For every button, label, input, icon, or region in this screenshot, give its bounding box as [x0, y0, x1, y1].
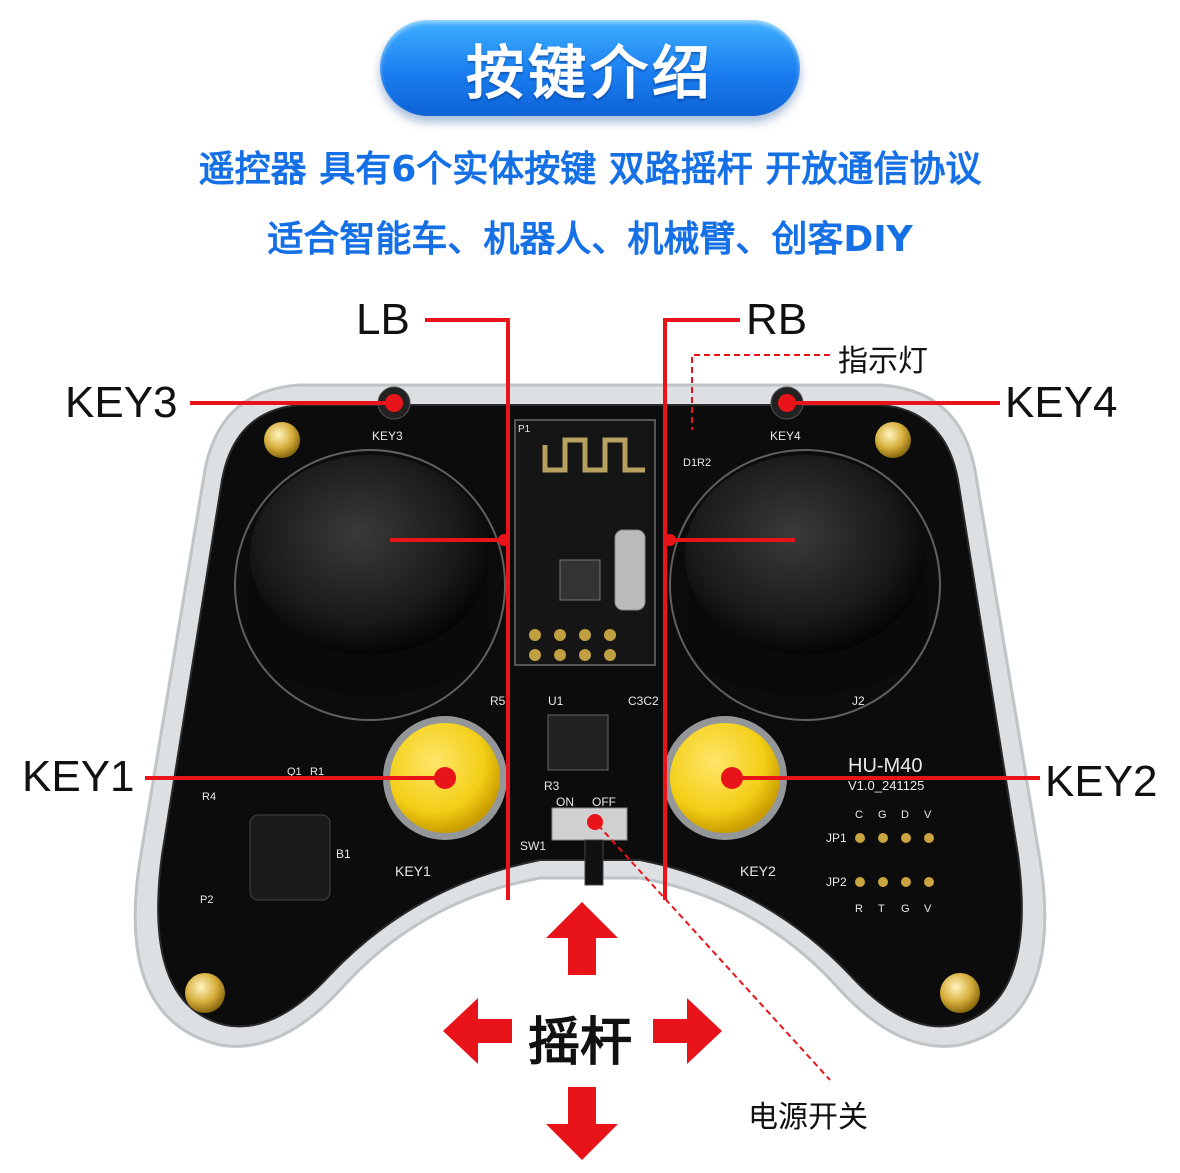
jp2-pin-t: T	[878, 903, 885, 915]
left-joystick	[250, 455, 490, 655]
silk-sw1: SW1	[520, 839, 546, 853]
callout-joystick: 摇杆	[527, 1013, 632, 1073]
silk-on: ON	[556, 795, 574, 809]
callout-indicator: 指示灯	[838, 344, 928, 379]
silk-key3: KEY3	[372, 429, 403, 443]
silk-r4: R4	[202, 791, 216, 803]
jp2-pin-g: G	[901, 903, 910, 915]
silk-d1r2: D1R2	[683, 457, 711, 469]
screw-top-right	[875, 422, 911, 458]
subtitle-line-1: 遥控器 具有6个实体按键 双路摇杆 开放通信协议	[198, 149, 982, 190]
power-switch-callout-line	[597, 824, 831, 1081]
silk-key1: KEY1	[395, 863, 431, 879]
silk-jp2: JP2	[826, 875, 847, 889]
silk-jp1: JP1	[826, 831, 847, 845]
callout-key4: KEY4	[1005, 378, 1118, 427]
silk-p1: P1	[518, 424, 531, 435]
silk-u1: U1	[548, 694, 564, 708]
silk-off: OFF	[592, 795, 616, 809]
screw-bottom-right	[940, 973, 980, 1013]
left-joystick-ring	[234, 449, 506, 721]
callout-key2: KEY2	[1045, 757, 1158, 806]
jp1-pin-c: C	[855, 809, 863, 821]
callout-lb: LB	[356, 295, 410, 344]
rb-callout-line	[663, 318, 740, 900]
pcb-model: HU-M40	[848, 755, 922, 777]
silk-r5: R5	[490, 694, 506, 708]
title-banner: 按键介绍	[380, 20, 800, 116]
screw-top-left	[264, 422, 300, 458]
indicator-callout-line	[691, 354, 830, 430]
silk-key2: KEY2	[740, 863, 776, 879]
buzzer	[249, 814, 331, 901]
u1-chip	[547, 714, 609, 771]
page-title: 按键介绍	[465, 39, 714, 107]
jp2-pin-v: V	[924, 903, 932, 915]
lb-callout-line	[425, 318, 510, 900]
silk-p2: P2	[200, 894, 213, 906]
right-joystick-ring	[669, 449, 941, 721]
callout-key1: KEY1	[22, 752, 135, 801]
callout-rb: RB	[746, 295, 808, 344]
silk-r1: R1	[310, 766, 324, 778]
screw-bottom-left	[185, 973, 225, 1013]
jp1-pin-g: G	[878, 809, 887, 821]
jp1-pin-v: V	[924, 809, 932, 821]
callout-power-switch: 电源开关	[748, 1100, 868, 1135]
subtitle-line-2: 适合智能车、机器人、机械臂、创客DIY	[267, 219, 913, 260]
joystick-direction-arrows	[443, 902, 722, 1160]
jp1-pin-d: D	[901, 809, 909, 821]
silk-r3: R3	[544, 779, 560, 793]
silk-j2: J2	[852, 694, 865, 708]
silk-key4: KEY4	[770, 429, 801, 443]
silk-b1: B1	[336, 847, 351, 861]
silk-c3c2: C3C2	[628, 694, 659, 708]
right-joystick	[685, 455, 925, 655]
jp2-pin-r: R	[855, 903, 863, 915]
silk-q1: Q1	[287, 766, 302, 778]
pcb-version: V1.0_241125	[848, 778, 924, 793]
callout-key3: KEY3	[65, 378, 178, 427]
